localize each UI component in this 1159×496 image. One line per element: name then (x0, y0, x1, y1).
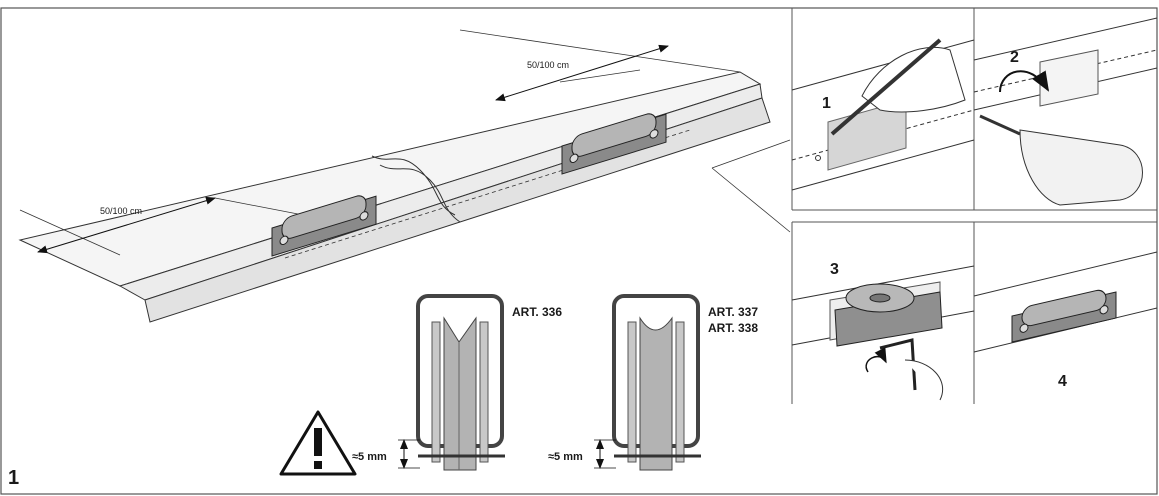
dimension-label-right: 50/100 cm (527, 60, 569, 70)
label-art-336: ART. 336 (512, 305, 562, 319)
clearance-label-right: ≈5 mm (548, 451, 583, 463)
wheel-profile-art-337-338 (594, 294, 701, 471)
step-number-3: 3 (830, 261, 839, 278)
step-number-2: 2 (1010, 49, 1019, 66)
warning-icon (279, 410, 357, 476)
step-number-1: 1 (822, 95, 831, 112)
dimension-right: 50/100 cm (495, 44, 669, 102)
label-art-338: ART. 338 (708, 321, 758, 335)
wheel-assembly-left (271, 195, 377, 257)
label-art-337: ART. 337 (708, 305, 758, 319)
figure-number: 1 (8, 467, 19, 489)
wheel-assembly-right (561, 113, 667, 175)
step-number-4: 4 (1058, 373, 1067, 390)
clearance-label-left: ≈5 mm (352, 451, 387, 463)
wheel-profile-art-336 (398, 294, 505, 471)
step-panel-4 (973, 251, 1158, 353)
dimension-label-left: 50/100 cm (100, 206, 142, 216)
step-panel-3 (791, 265, 975, 401)
figure-frame (0, 7, 1158, 495)
sliding-door-beam (18, 29, 771, 323)
step-panel-2 (973, 17, 1158, 206)
step-panel-1 (791, 38, 975, 191)
